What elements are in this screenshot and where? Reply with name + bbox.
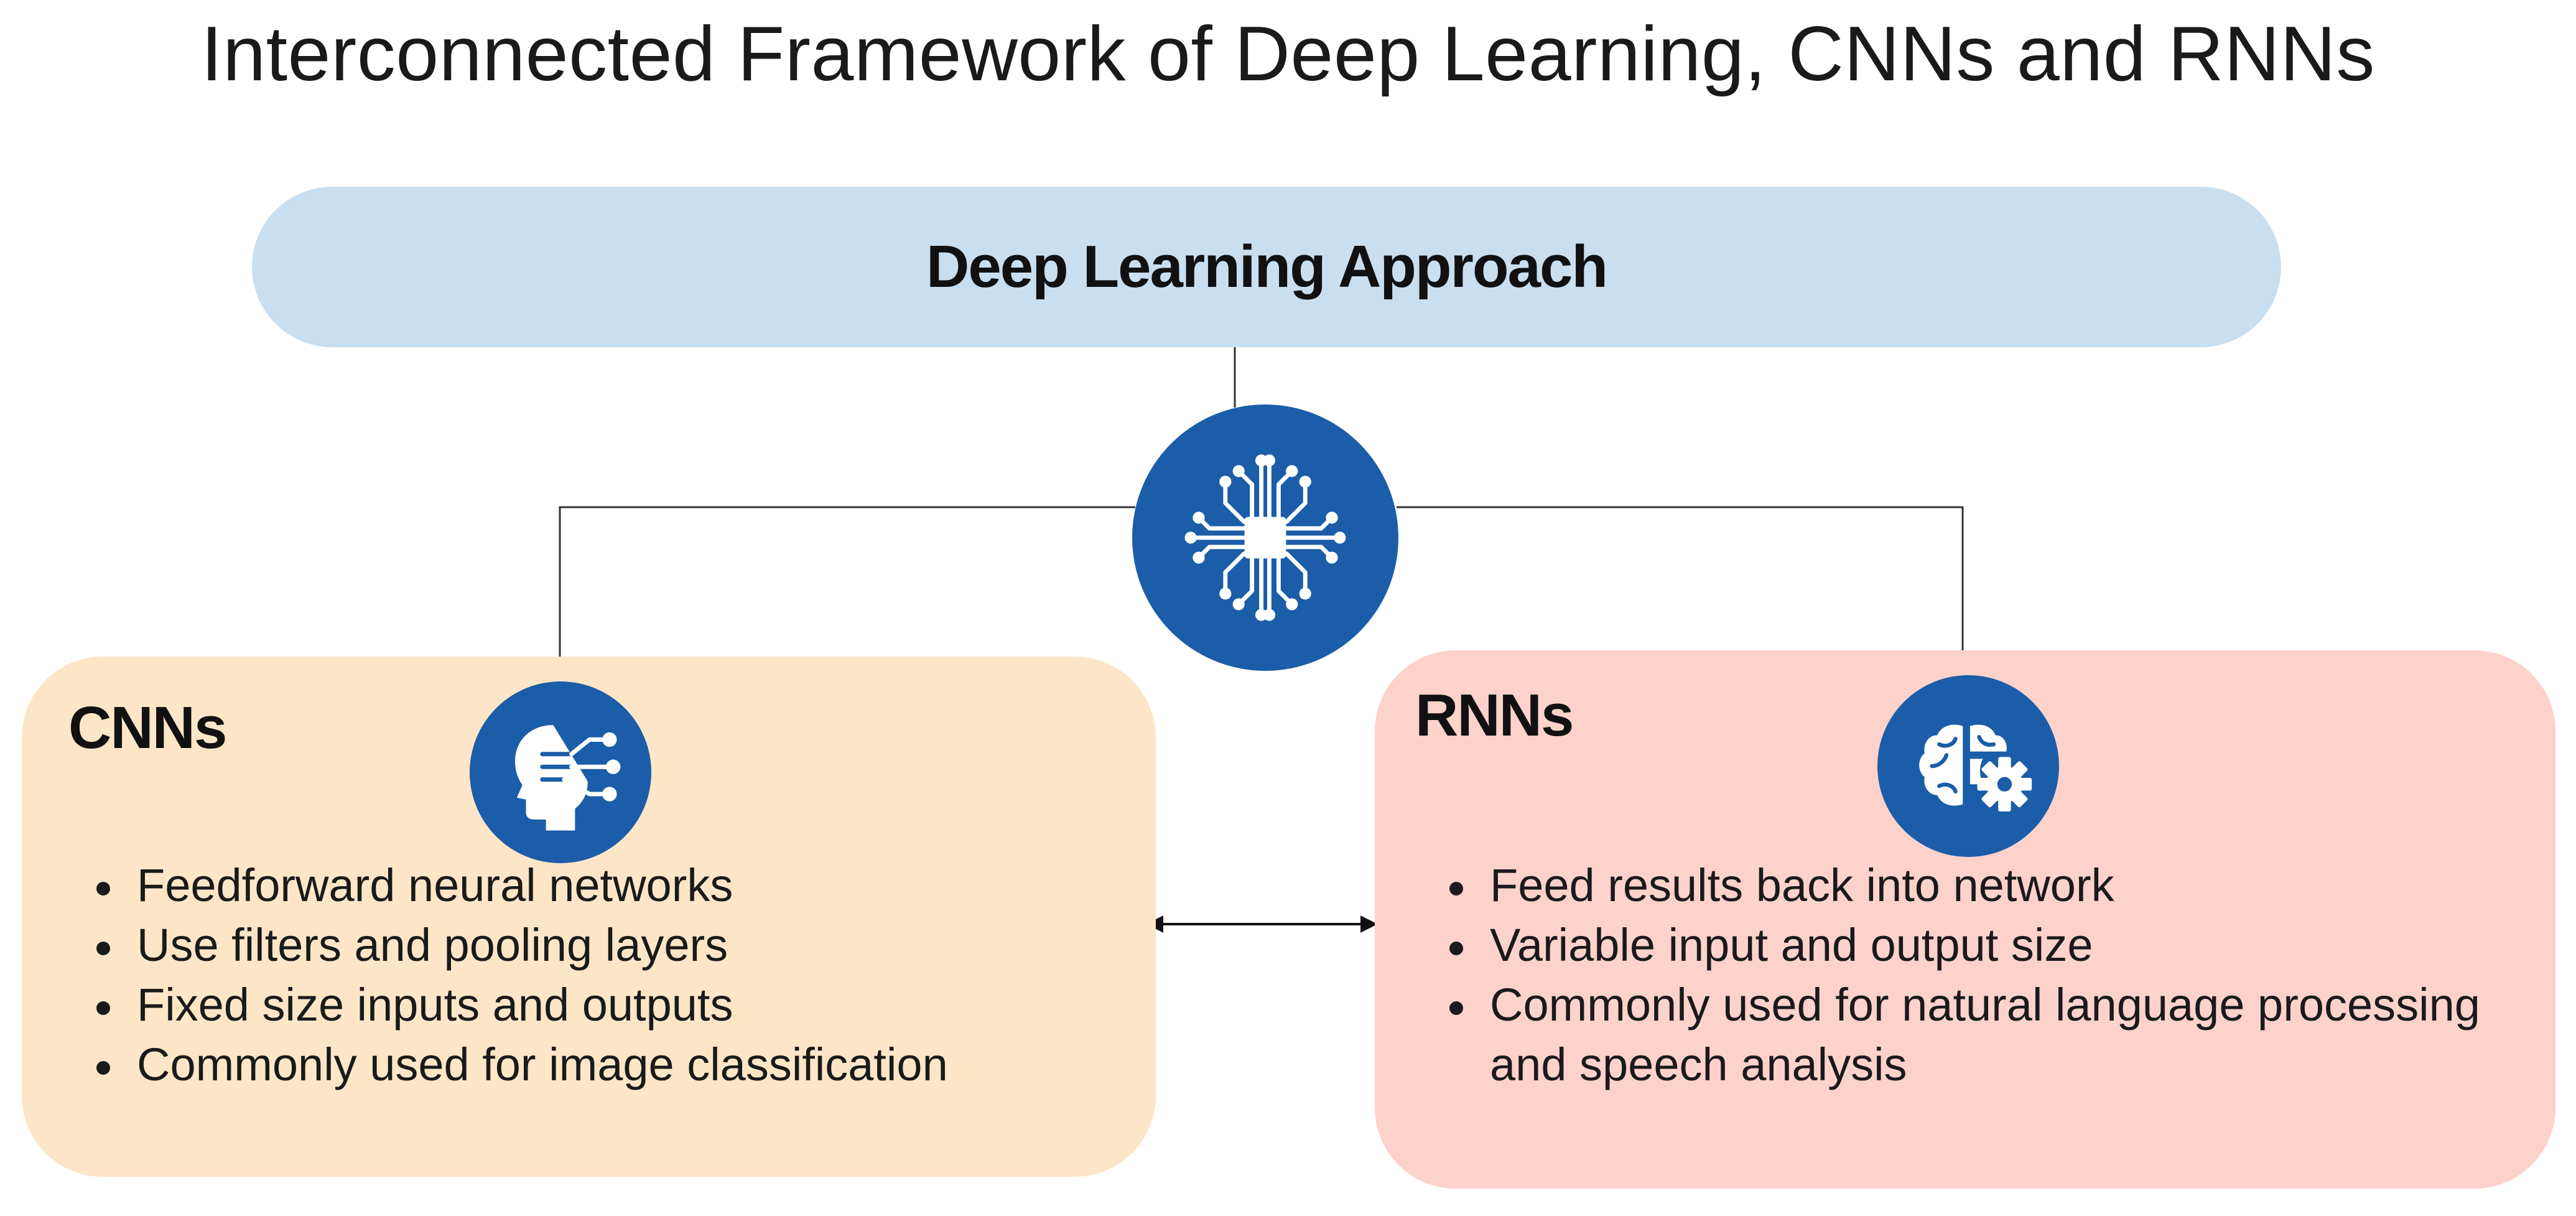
diagram-title: Interconnected Framework of Deep Learnin… [201, 11, 2375, 97]
cnn-bullet-item: Commonly used for image classification [96, 1035, 1148, 1095]
brain-gear-icon [1877, 675, 2059, 857]
connector-hub-to-rnn [1397, 506, 1964, 653]
rnn-bullet-list: Feed results back into network Variable … [1449, 856, 2526, 1095]
deep-learning-label: Deep Learning Approach [926, 233, 1608, 300]
rnn-bullet-item: Commonly used for natural language proce… [1449, 975, 2526, 1095]
human-head-ai-icon [470, 681, 651, 863]
rnn-bullet-item: Variable input and output size [1449, 915, 2526, 975]
cnn-bullet-item: Fixed size inputs and outputs [96, 975, 1148, 1035]
rnn-panel-title: RNNs [1415, 682, 1574, 749]
cnn-bullet-item: Use filters and pooling layers [96, 915, 1148, 975]
cnn-panel-title: CNNs [68, 695, 227, 761]
processor-chip-icon [1132, 405, 1398, 671]
cnn-bullet-list: Feedforward neural networks Use filters … [96, 856, 1148, 1095]
cnn-bullet-item: Feedforward neural networks [96, 856, 1148, 915]
connector-hub-to-cnn [559, 506, 1135, 660]
rnn-bullet-item: Feed results back into network [1449, 856, 2526, 915]
rnn-panel: RNNs [1375, 650, 2555, 1189]
cnn-panel: CNNs Feedforward neural networks Use fil… [22, 657, 1156, 1177]
deep-learning-node: Deep Learning Approach [252, 187, 2281, 347]
